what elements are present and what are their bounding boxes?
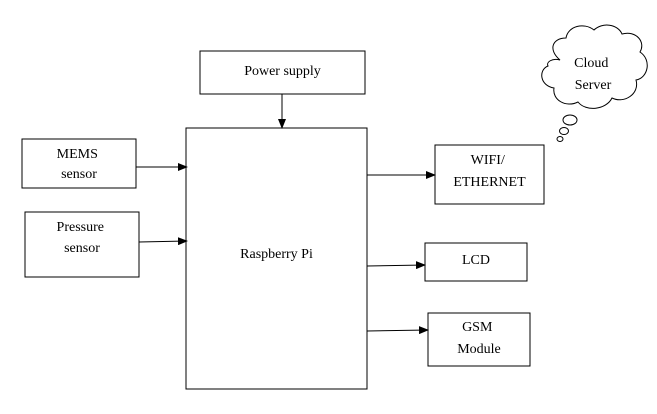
pressure-sensor-label-line-2: sensor [64,241,100,256]
wifi-ethernet-block: WIFI/ ETHERNET [434,144,545,205]
thought-bubble-medium [559,127,569,135]
svg-text:Raspberry Pi: Raspberry Pi [240,247,313,262]
arrow-pi-to-lcd [366,261,426,270]
arrow-pressure-to-pi [138,237,188,246]
pressure-sensor-block: Pressure sensor [24,211,140,278]
thought-bubble-large [562,114,578,126]
lcd-block: LCD [424,242,528,282]
mems-sensor-label-line-1: MEMS [57,147,98,162]
raspberry-pi-block: Raspberry Pi [185,127,368,390]
gsm-module-label-line-1: GSM [462,320,493,335]
wifi-ethernet-label-line-1: WIFI/ [471,153,505,168]
svg-text:Cloud Server: Cloud Server [574,56,612,93]
raspberry-pi-label: Raspberry Pi [240,247,313,262]
pressure-sensor-label-line-1: Pressure [57,220,104,235]
power-supply-label: Power supply [244,64,321,79]
cloud-server-label-line-1: Cloud [574,56,608,71]
thought-bubble-small [556,136,564,142]
svg-text:Power supply: Power supply [244,64,321,79]
cloud-server-shape: Cloud Server [541,24,648,142]
gsm-module-block: GSM Module [427,312,531,367]
svg-text:WIFI/ ETHERNET: WIFI/ ETHERNET [453,153,526,190]
gsm-module-label-line-2: Module [457,342,501,357]
svg-text:GSM Module: GSM Module [457,320,501,357]
cloud-server-label-line-2: Server [575,78,612,93]
svg-text:MEMS sensor: MEMS sensor [57,147,102,182]
mems-sensor-block: MEMS sensor [21,138,137,189]
arrow-pi-to-gsm [366,326,429,335]
mems-sensor-label-line-2: sensor [61,167,97,182]
wifi-ethernet-label-line-2: ETHERNET [453,175,526,190]
svg-text:LCD: LCD [462,253,490,268]
svg-text:Pressure sensor: Pressure sensor [57,220,108,256]
lcd-label: LCD [462,253,490,268]
power-supply-block: Power supply [199,50,366,95]
